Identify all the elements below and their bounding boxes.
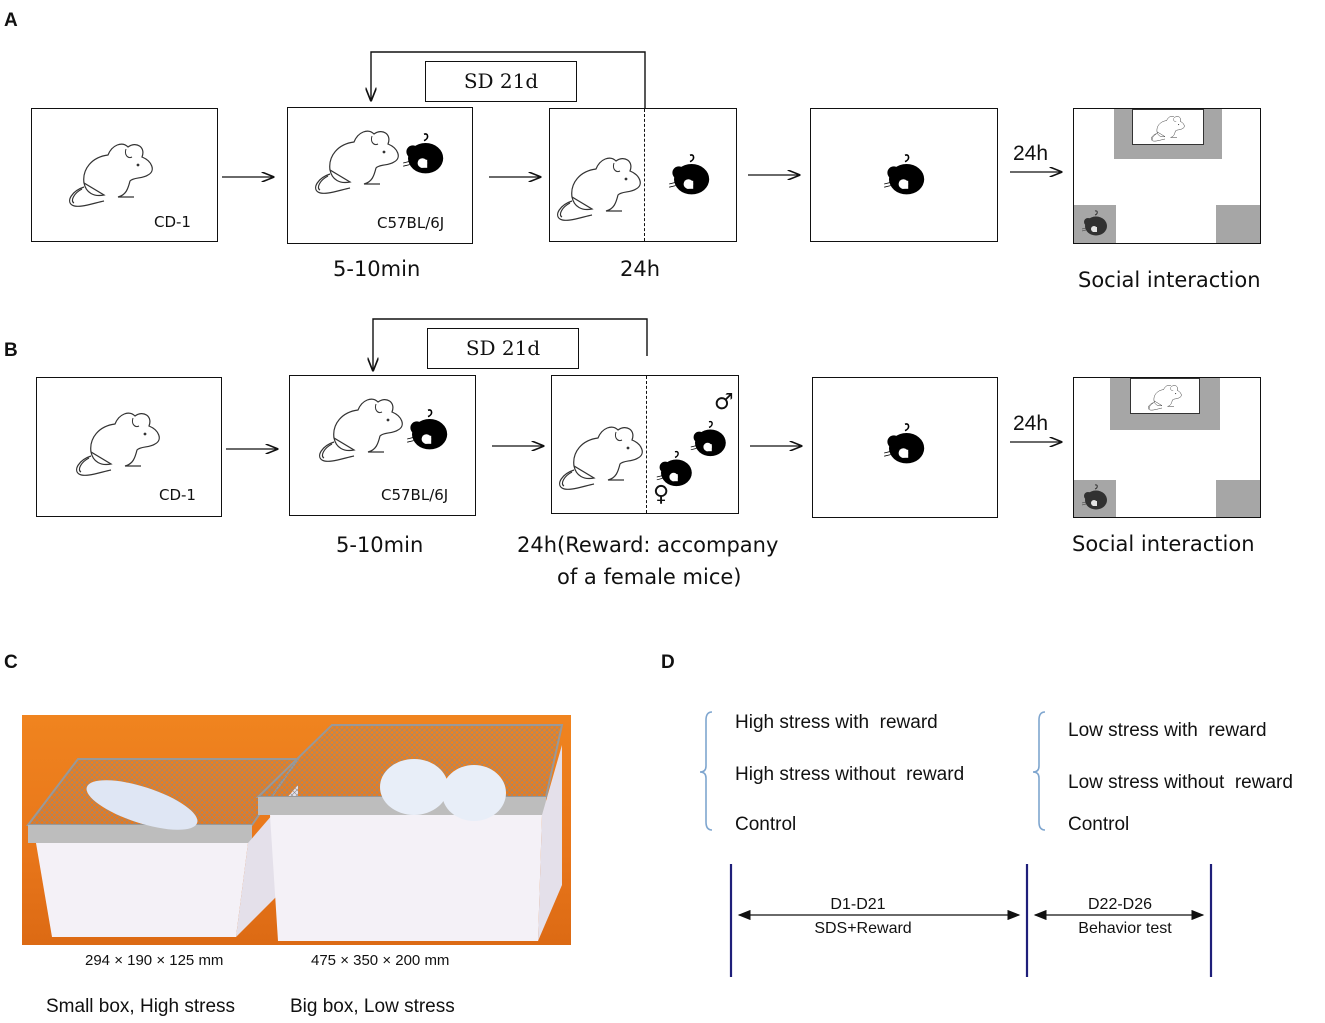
corner-zone-left [1074, 205, 1116, 243]
small-box-caption: Small box, High stress [46, 996, 236, 1017]
social-arena-b [1073, 377, 1261, 518]
big-box-caption: Big box, Low stress [290, 996, 455, 1017]
cd1-cage-a: CD-1 [31, 108, 218, 242]
panel-d-letter: D [661, 652, 675, 673]
period-1-label: SDS+Reward [814, 920, 912, 937]
cd1-label: CD-1 [154, 213, 191, 231]
defeat-cage-a: C57BL/6J [287, 107, 473, 244]
big-box-dims: 475 × 350 × 200 mm [311, 952, 450, 969]
defeat-cage-b: C57BL/6J [289, 375, 476, 516]
social-interaction-a: Social interaction [1078, 268, 1261, 292]
sd-21d-label-a: SD 21d [425, 61, 577, 102]
female-symbol-icon: ♀ [653, 482, 670, 507]
male-symbol-icon: ♂ [714, 390, 734, 415]
corner-zone-right [1216, 205, 1260, 243]
c57-label: C57BL/6J [377, 214, 445, 232]
target-enclosure [1130, 378, 1200, 414]
group-high-stress-reward: High stress with reward [735, 712, 938, 733]
divided-cage-b: ♂ ♀ [551, 375, 739, 514]
divider-line [646, 376, 647, 513]
target-enclosure [1132, 109, 1204, 145]
period-2-range: D22-D26 [1087, 896, 1153, 913]
divided-cage-a [549, 108, 737, 242]
panel-b-letter: B [4, 340, 18, 361]
cd1-label: CD-1 [159, 486, 196, 504]
cage-photo-drawing [25, 724, 564, 941]
time-reward-b-line2: of a female mice) [557, 565, 742, 589]
single-cage-b [812, 377, 998, 518]
group-high-stress-no-reward: High stress without reward [735, 764, 965, 785]
panel-a-letter: A [4, 10, 18, 31]
time-24h-arrow-b: 24h [1013, 412, 1049, 435]
time-5-10min-b: 5-10min [336, 533, 424, 557]
corner-zone-left [1074, 480, 1116, 517]
group-control-right: Control [1068, 814, 1130, 835]
corner-zone-right [1216, 480, 1260, 517]
social-interaction-b: Social interaction [1072, 532, 1255, 556]
single-cage-a [810, 108, 998, 242]
period-2-label: Behavior test [1078, 920, 1172, 937]
time-5-10min-a: 5-10min [333, 257, 421, 281]
time-24h-a: 24h [620, 257, 661, 281]
group-low-stress-reward: Low stress with reward [1068, 720, 1267, 741]
social-arena-a [1073, 108, 1261, 244]
cd1-cage-b: CD-1 [36, 377, 222, 517]
panel-c-letter: C [4, 652, 18, 673]
divider-line [644, 109, 645, 241]
small-box-dims: 294 × 190 × 125 mm [85, 952, 224, 969]
c57-label: C57BL/6J [381, 486, 449, 504]
period-1-range: D1-D21 [830, 896, 886, 913]
time-reward-b-line1: 24h(Reward: accompany [517, 533, 779, 557]
time-24h-arrow-a: 24h [1013, 142, 1049, 165]
group-low-stress-no-reward: Low stress without reward [1068, 772, 1293, 793]
cage-photo [22, 715, 571, 945]
sd-21d-label-b: SD 21d [427, 328, 579, 369]
group-control-left: Control [735, 814, 797, 835]
